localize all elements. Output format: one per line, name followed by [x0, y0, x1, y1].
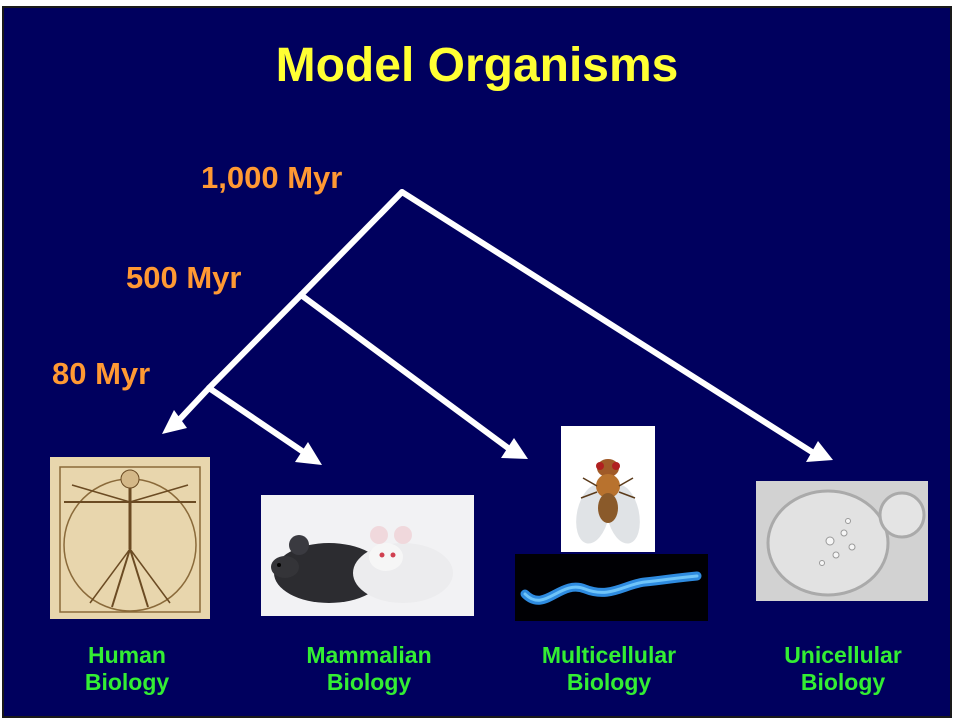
caption-human-biology: Human Biology: [37, 642, 217, 696]
caption-multicellular-line1: Multicellular: [519, 642, 699, 669]
nematode-worm-image: [515, 554, 708, 621]
branch-500-to-multicellular: [301, 295, 508, 448]
caption-mammalian-biology: Mammalian Biology: [279, 642, 459, 696]
fruit-fly-image: [561, 426, 655, 552]
caption-unicellular-line2: Biology: [753, 669, 933, 696]
caption-unicellular-line1: Unicellular: [753, 642, 933, 669]
caption-multicellular-line2: Biology: [519, 669, 699, 696]
caption-mammalian-line2: Biology: [279, 669, 459, 696]
caption-human-line1: Human: [37, 642, 217, 669]
mice-image: [261, 495, 474, 616]
caption-unicellular-biology: Unicellular Biology: [753, 642, 933, 696]
yeast-cell-image: [756, 481, 928, 601]
branch-root-to-500: [301, 192, 402, 295]
branch-500-to-80: [209, 295, 301, 388]
vitruvian-man-image: [50, 457, 210, 619]
caption-multicellular-biology: Multicellular Biology: [519, 642, 699, 696]
slide: Model Organisms 1,000 Myr 500 Myr 80 Myr: [2, 6, 952, 718]
branch-80-to-human: [179, 388, 209, 420]
caption-mammalian-line1: Mammalian: [279, 642, 459, 669]
caption-human-line2: Biology: [37, 669, 217, 696]
branch-80-to-mammalian: [209, 388, 302, 451]
